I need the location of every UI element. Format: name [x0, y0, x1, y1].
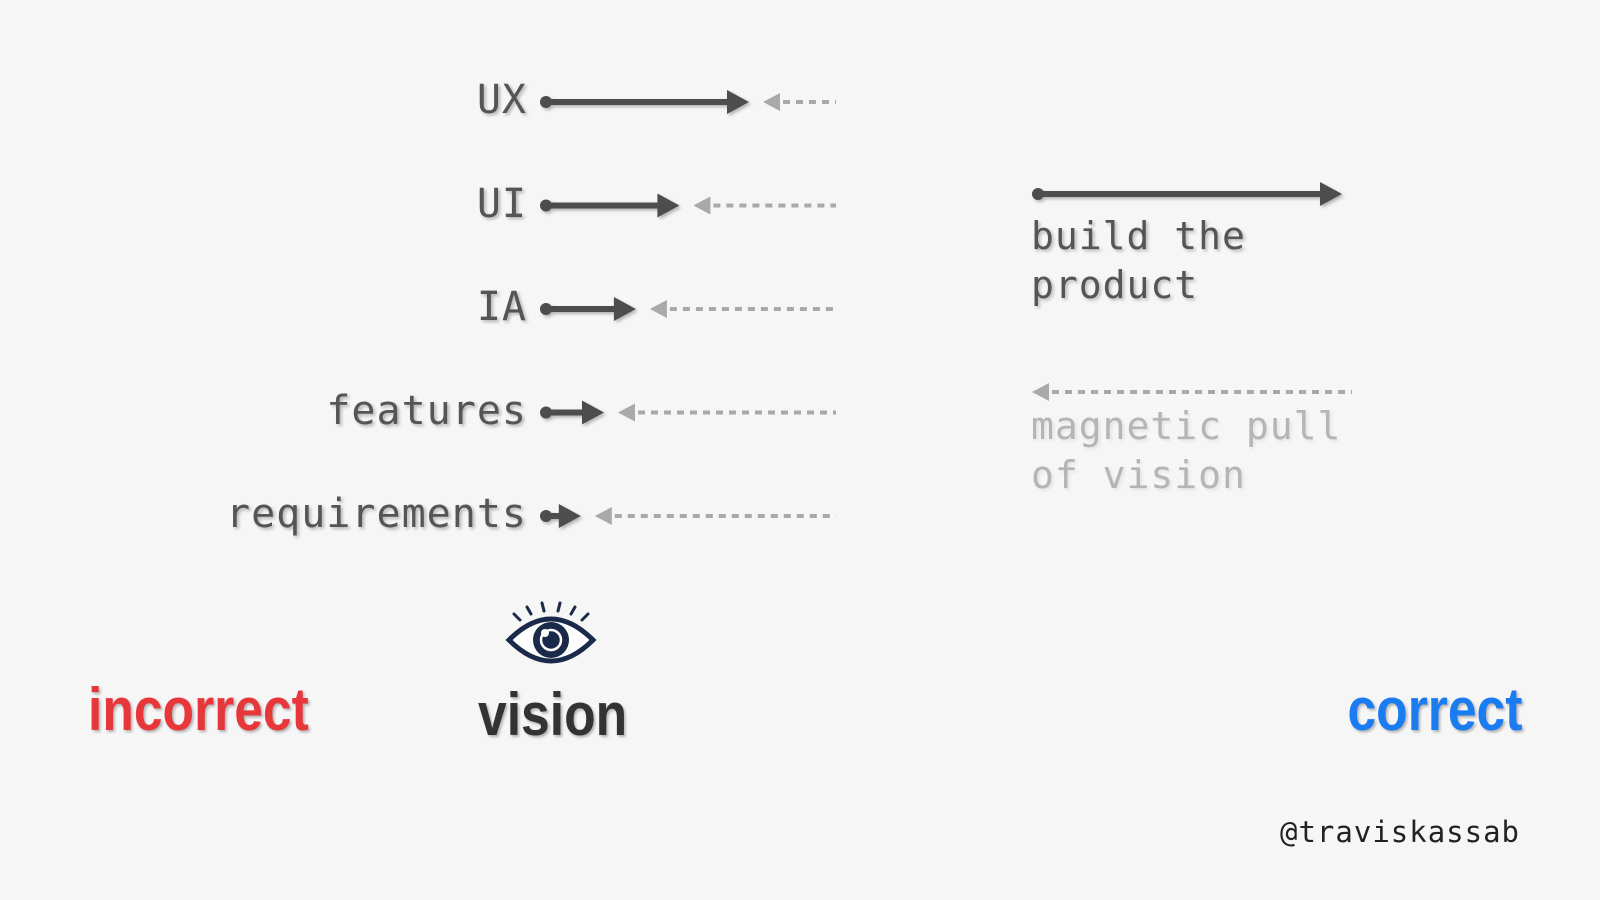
pull-arrow-features	[618, 403, 836, 422]
progress-arrow-ia	[540, 297, 636, 321]
row-arrows	[540, 90, 836, 528]
eye-icon	[505, 601, 597, 664]
pull-arrow-ui	[693, 196, 836, 215]
row-label-requirements: requirements	[226, 491, 527, 537]
vision-label: vision	[478, 681, 628, 748]
row-label-ui: UI	[476, 180, 527, 227]
progress-arrow-requirements	[540, 504, 581, 528]
row-label-ia: IA	[476, 284, 527, 330]
progress-arrow-ui	[540, 193, 680, 218]
incorrect-label: incorrect	[88, 676, 309, 743]
progress-arrow-features	[540, 400, 604, 425]
pull-arrow-ia	[649, 300, 836, 318]
author-handle: @traviskassab	[1280, 815, 1520, 849]
pull-arrow-requirements	[594, 507, 836, 525]
legend-pull-text: magnetic pull of vision	[1031, 404, 1342, 497]
legend-build-arrow	[1032, 182, 1342, 206]
row-label-ux: UX	[476, 77, 527, 123]
row-label-features: features	[326, 387, 527, 434]
correct-label: correct	[1347, 676, 1522, 743]
pull-arrow-ux	[763, 93, 836, 111]
progress-arrow-ux	[540, 90, 749, 114]
legend-pull-arrow	[1032, 383, 1352, 401]
legend-build-text: build the product	[1031, 214, 1246, 307]
